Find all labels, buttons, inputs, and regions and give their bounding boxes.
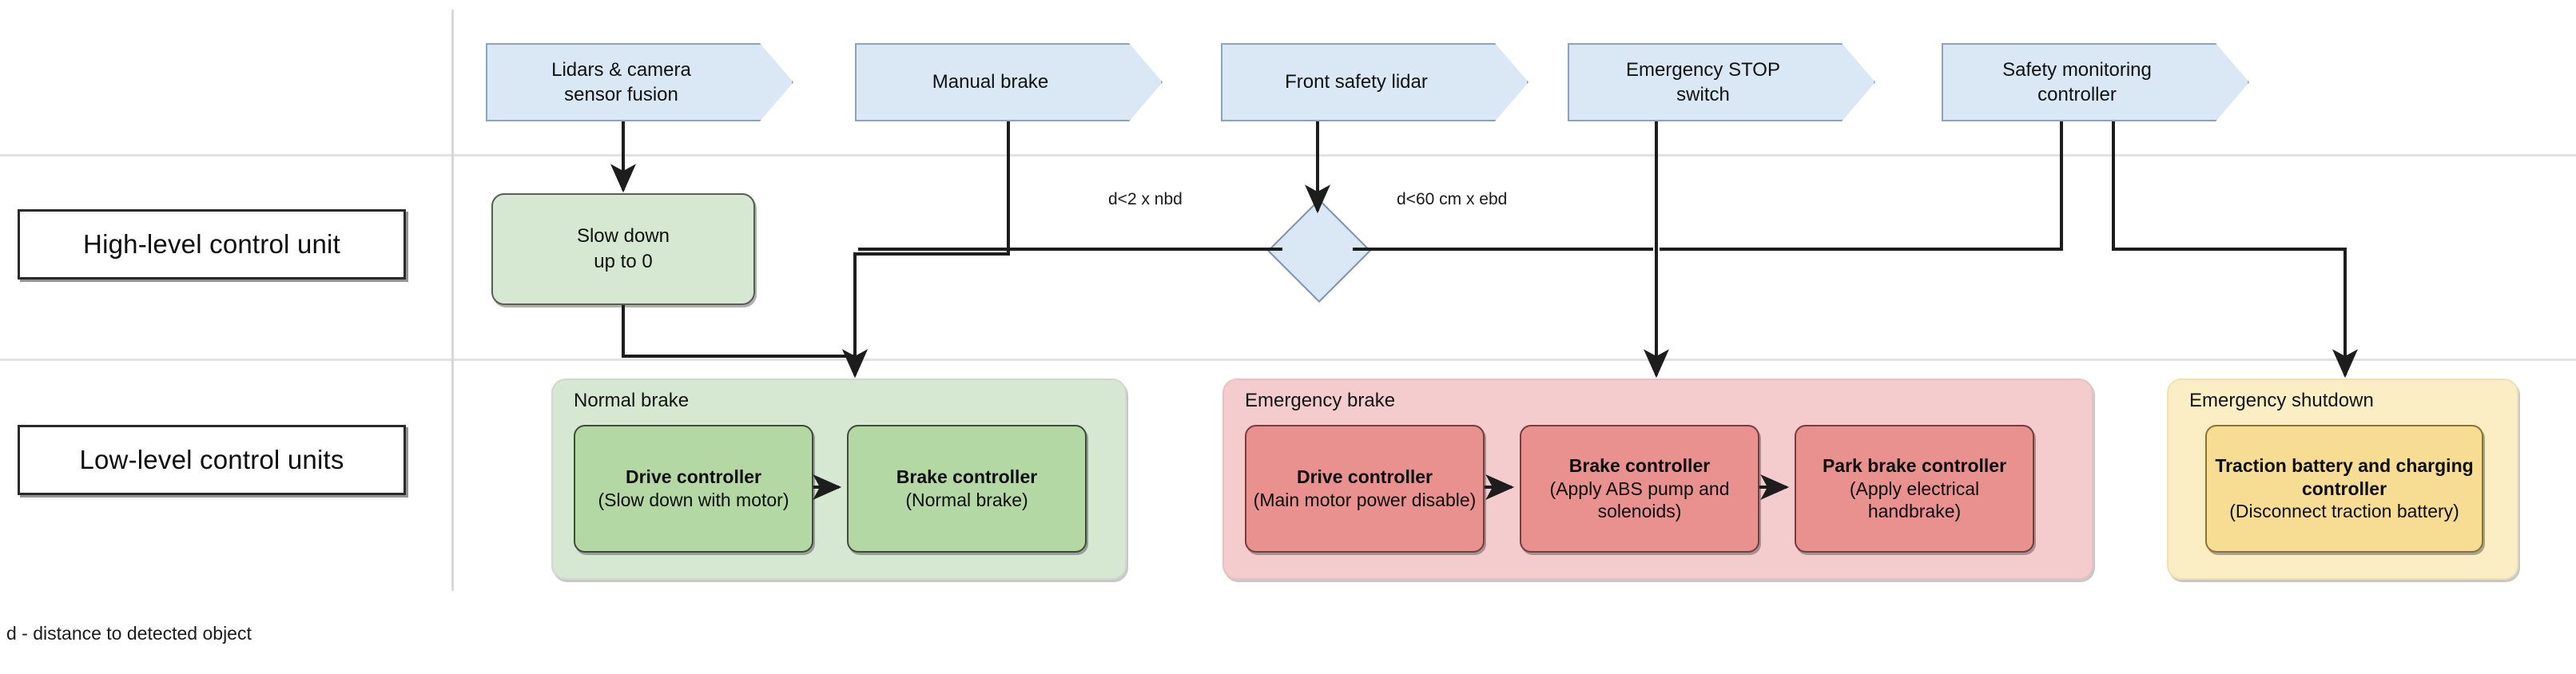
sensor-node-emergency-stop-switch[interactable]: Emergency STOP switch: [1568, 43, 1875, 121]
edge-label-left-text: d<2 x nbd: [1108, 190, 1183, 208]
connector-safety-monitor-to-emergency-shutdown: [2112, 121, 2358, 379]
card-text: Traction battery and charging controller…: [2213, 454, 2475, 524]
card-title: Brake controller: [1568, 454, 1711, 476]
lane-label-high-level-text: High-level control unit: [83, 229, 340, 259]
card-detail: (Apply ABS pump and solenoids): [1549, 478, 1730, 522]
lane-label-low-level-text: Low-level control units: [79, 445, 344, 474]
legend-line-d: d - distance to detected object: [6, 622, 252, 644]
edge-label-right-text: d<60 cm x ebd: [1397, 190, 1508, 208]
sensor-node-manual-brake[interactable]: Manual brake: [855, 43, 1163, 121]
sensor-node-label: Manual brake: [932, 71, 1049, 93]
card-detail: (Slow down with motor): [598, 490, 789, 510]
card-traction-battery-charging-controller[interactable]: Traction battery and charging controller…: [2205, 425, 2483, 553]
group-title-emergency-shutdown: Emergency shutdown: [2189, 390, 2374, 411]
group-title-emergency-brake: Emergency brake: [1245, 390, 1396, 411]
sensor-node-label: Emergency STOP switch: [1626, 58, 1780, 105]
card-text: Drive controller (Slow down with motor): [598, 466, 789, 512]
card-detail: (Disconnect traction battery): [2229, 501, 2459, 522]
process-node-label: Slow down up to 0: [576, 225, 670, 272]
card-text: Brake controller (Normal brake): [896, 466, 1037, 512]
card-normal-drive-controller[interactable]: Drive controller (Slow down with motor): [574, 425, 813, 553]
card-normal-brake-controller[interactable]: Brake controller (Normal brake): [847, 425, 1087, 553]
group-normal-brake: Normal brake Drive controller (Slow down…: [551, 379, 1127, 580]
sensor-node-label: Lidars & camera sensor fusion: [551, 58, 691, 105]
sensor-node-lidars-camera-sensor-fusion[interactable]: Lidars & camera sensor fusion: [486, 43, 793, 121]
lane-divider-top: [0, 154, 2576, 157]
card-text: Brake controller (Apply ABS pump and sol…: [1528, 454, 1751, 524]
card-park-brake-controller[interactable]: Park brake controller (Apply electrical …: [1795, 425, 2034, 553]
card-title: Drive controller: [1296, 466, 1433, 488]
group-emergency-brake: Emergency brake Drive controller (Main m…: [1222, 379, 2093, 580]
sensor-node-label: Front safety lidar: [1285, 71, 1428, 93]
edge-label-left: d<2 x nbd: [1108, 190, 1183, 209]
connector-manual-brake-to-normal-brake: [842, 121, 1010, 379]
lane-divider-bottom: [0, 359, 2576, 361]
card-emergency-brake-controller[interactable]: Brake controller (Apply ABS pump and sol…: [1520, 425, 1759, 553]
edge-label-right: d<60 cm x ebd: [1397, 190, 1507, 209]
group-title-normal-brake: Normal brake: [574, 390, 690, 411]
legend: d - distance to detected object ebd - em…: [6, 594, 443, 674]
card-emergency-drive-controller[interactable]: Drive controller (Main motor power disab…: [1245, 425, 1485, 553]
sensor-node-safety-monitoring-controller[interactable]: Safety monitoring controller: [1942, 43, 2249, 121]
card-detail: (Apply electrical handbrake): [1849, 478, 1980, 522]
card-detail: (Main motor power disable): [1253, 490, 1477, 510]
sensor-node-front-safety-lidar[interactable]: Front safety lidar: [1221, 43, 1529, 121]
card-title: Park brake controller: [1822, 454, 2007, 476]
card-detail: (Normal brake): [905, 490, 1028, 510]
card-title: Brake controller: [896, 466, 1038, 488]
group-emergency-shutdown: Emergency shutdown Traction battery and …: [2167, 379, 2518, 580]
card-text: Drive controller (Main motor power disab…: [1254, 466, 1477, 512]
lane-label-low-level: Low-level control units: [18, 425, 406, 495]
decision-diamond[interactable]: [1266, 198, 1372, 303]
process-node-slow-down[interactable]: Slow down up to 0: [491, 193, 755, 305]
lane-label-high-level: High-level control unit: [18, 209, 406, 280]
card-title: Traction battery and charging controller: [2215, 454, 2474, 499]
card-text: Park brake controller (Apply electrical …: [1803, 454, 2026, 524]
lane-divider-vertical: [451, 10, 454, 591]
card-title: Drive controller: [626, 466, 761, 488]
connector-safety-monitor-to-emergency-brake: [1660, 121, 2063, 251]
sensor-node-label: Safety monitoring controller: [2002, 58, 2152, 105]
connector-slowdown-to-normal-brake: [622, 305, 868, 379]
